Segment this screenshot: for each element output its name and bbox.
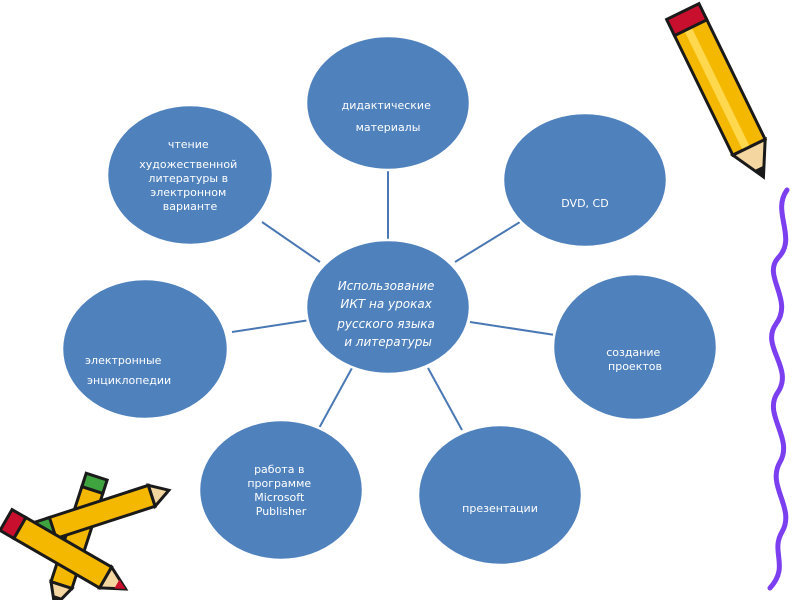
node-dvd: DVD, CD [501, 111, 669, 249]
svg-text:электронные энциклопедии: электронные энциклопедии [85, 354, 171, 387]
node-publisher-line-3: Microsoft [254, 491, 305, 504]
node-didactic-line-1: дидактические [342, 99, 431, 112]
spoke-presentations [427, 367, 463, 431]
svg-text:презентации: презентации [462, 502, 538, 515]
node-didactic-line-2: материалы [356, 121, 421, 134]
node-projects-line-1: создание [606, 346, 660, 359]
crossed-pencils-icon [0, 471, 172, 600]
svg-text:чтение художественной: чтение художественной литературы в элект… [139, 138, 241, 213]
node-reading-line-2: художественной [139, 158, 237, 171]
node-presentations: презентации [416, 423, 584, 567]
squiggle-line [767, 187, 790, 591]
svg-text:создание проектов: создание проектов [606, 346, 664, 373]
node-reading-line-1: чтение [168, 138, 209, 151]
spoke-reading [261, 221, 321, 263]
hub-line-1: Использование [338, 279, 435, 293]
node-encyclopedias-line-1: электронные [85, 354, 162, 367]
node-presentations-line-1: презентации [462, 502, 538, 515]
svg-text:работа в программе: работа в программе Microsoft Publisher [247, 463, 314, 518]
hub-line-2: ИКТ на уроках [340, 297, 432, 311]
node-encyclopedias: электронные энциклопедии [60, 277, 230, 421]
spoke-projects [469, 321, 556, 336]
svg-text:Использование ИКТ на уро: Использование ИКТ на уроках русского язы… [336, 279, 438, 349]
node-publisher-line-4: Publisher [256, 505, 307, 518]
node-publisher-line-1: работа в [254, 463, 304, 476]
spoke-publisher [317, 367, 353, 431]
hub-node: Использование ИКТ на уроках русского язы… [304, 238, 472, 376]
node-reading-line-3: литературы в [148, 172, 228, 185]
node-reading-line-4: электронном [150, 186, 226, 199]
spoke-dvd [454, 221, 521, 263]
spokes [231, 162, 556, 431]
svg-text:дидактические материалы: дидактические материалы [342, 99, 435, 134]
spoke-encyclopedias [231, 319, 311, 333]
node-projects-line-2: проектов [608, 360, 662, 373]
pencil-icon [664, 1, 768, 180]
svg-text:DVD, CD: DVD, CD [561, 197, 608, 210]
node-didactic: дидактические материалы [304, 34, 472, 172]
hub-line-3: русского языка [336, 317, 435, 331]
node-publisher-line-2: программе [247, 477, 311, 490]
node-dvd-line-1: DVD, CD [561, 197, 608, 210]
node-reading: чтение художественной литературы в элект… [105, 103, 275, 247]
hub-line-4: и литературы [344, 335, 432, 349]
node-publisher: работа в программе Microsoft Publisher [197, 418, 365, 562]
node-projects: создание проектов [551, 272, 719, 422]
node-reading-line-5: варианте [163, 200, 218, 213]
node-encyclopedias-line-2: энциклопедии [87, 374, 171, 387]
